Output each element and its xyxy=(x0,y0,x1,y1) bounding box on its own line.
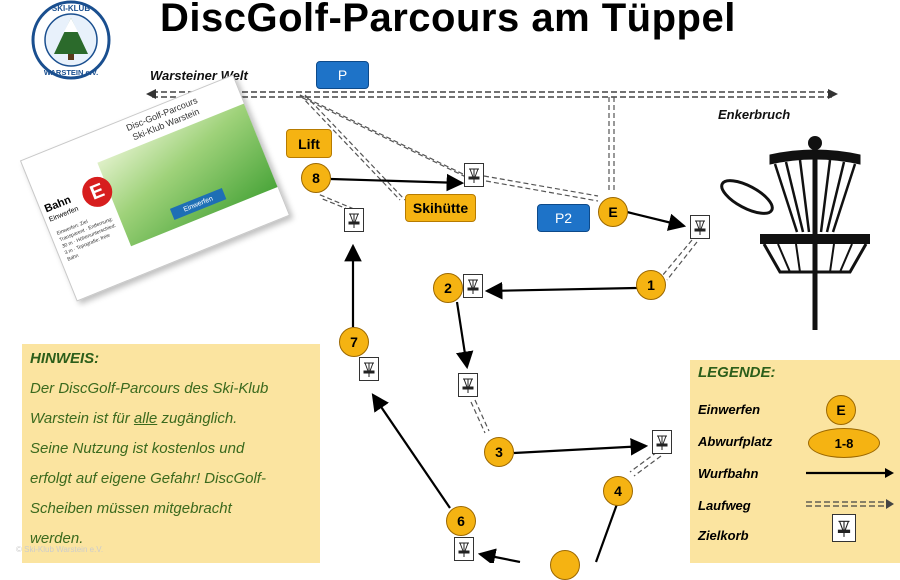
station-2: 2 xyxy=(433,273,463,303)
place-lift: Lift xyxy=(286,129,332,158)
target-basket xyxy=(464,163,484,187)
hint-text-part: Warstein ist für xyxy=(30,410,134,427)
target-basket xyxy=(463,274,483,298)
hint-line: erfolgt auf eigene Gefahr! DiscGolf- xyxy=(30,470,266,487)
station-5 xyxy=(550,550,580,580)
legend-title: LEGENDE: xyxy=(698,364,776,381)
legend-label-laufweg: Laufweg xyxy=(698,498,751,513)
throw-lanes xyxy=(330,173,687,563)
legend-label-zielkorb: Zielkorb xyxy=(698,528,749,543)
place-skihuette: Skihütte xyxy=(405,194,476,222)
station-4: 4 xyxy=(603,476,633,506)
target-basket xyxy=(454,537,474,561)
target-basket xyxy=(344,208,364,232)
walkways xyxy=(299,94,698,477)
legend-label-wurfbahn: Wurfbahn xyxy=(698,466,759,481)
legend-throw-lane-arrow xyxy=(885,468,894,478)
station-8: 8 xyxy=(301,163,331,193)
legend-station-symbol: 1-8 xyxy=(808,428,880,458)
logo-top-text: SKI-KLUB xyxy=(52,4,90,13)
hint-emphasis: alle xyxy=(133,410,158,427)
hint-text-part: zugänglich. xyxy=(157,410,238,427)
main-walkway xyxy=(146,89,838,99)
station-3: 3 xyxy=(484,437,514,467)
station-6: 6 xyxy=(446,506,476,536)
location-enkerbruch: Enkerbruch xyxy=(718,107,791,122)
legend-basket-symbol xyxy=(832,514,856,542)
station-entry: E xyxy=(598,197,628,227)
hint-line: Warstein ist für alle zugänglich. xyxy=(30,404,316,434)
hint-line: Seine Nutzung ist kostenlos und xyxy=(30,440,245,457)
page-title: DiscGolf-Parcours am Tüppel xyxy=(160,0,736,40)
target-basket xyxy=(359,357,379,381)
parking-p: P xyxy=(316,61,369,89)
parking-p2: P2 xyxy=(537,204,590,232)
legend-entry-symbol: E xyxy=(826,395,856,425)
hint-line: Der DiscGolf-Parcours des Ski-Klub xyxy=(30,380,269,397)
discgolf-basket-illustration xyxy=(720,136,870,330)
course-map: SKI-KLUB WARSTEIN e.V. DiscGolf-Parcours… xyxy=(16,0,900,580)
station-7: 7 xyxy=(339,327,369,357)
hint-line: werden. xyxy=(30,530,84,547)
target-basket xyxy=(652,430,672,454)
logo-bottom-text: WARSTEIN e.V. xyxy=(44,68,98,77)
legend-panel: LEGENDE: Einwerfen Abwurfplatz Wurfbahn … xyxy=(690,360,900,563)
hint-panel: HINWEIS: Der DiscGolf-Parcours des Ski-K… xyxy=(22,344,320,563)
station-1: 1 xyxy=(636,270,666,300)
hint-line: Scheiben müssen mitgebracht xyxy=(30,500,232,517)
target-basket xyxy=(690,215,710,239)
hint-text: Der DiscGolf-Parcours des Ski-Klub Warst… xyxy=(30,374,316,554)
target-basket xyxy=(458,373,478,397)
ski-klub-logo: SKI-KLUB WARSTEIN e.V. xyxy=(31,0,111,80)
copyright-note: © Ski-Klub Warstein e.V. xyxy=(16,545,104,554)
course-paths xyxy=(146,89,870,563)
legend-label-einwerfen: Einwerfen xyxy=(698,402,761,417)
legend-label-abwurfplatz: Abwurfplatz xyxy=(698,434,773,449)
legend-line-symbols xyxy=(806,468,894,509)
legend-walkway-arrow xyxy=(886,499,894,509)
hint-title: HINWEIS: xyxy=(30,350,100,367)
